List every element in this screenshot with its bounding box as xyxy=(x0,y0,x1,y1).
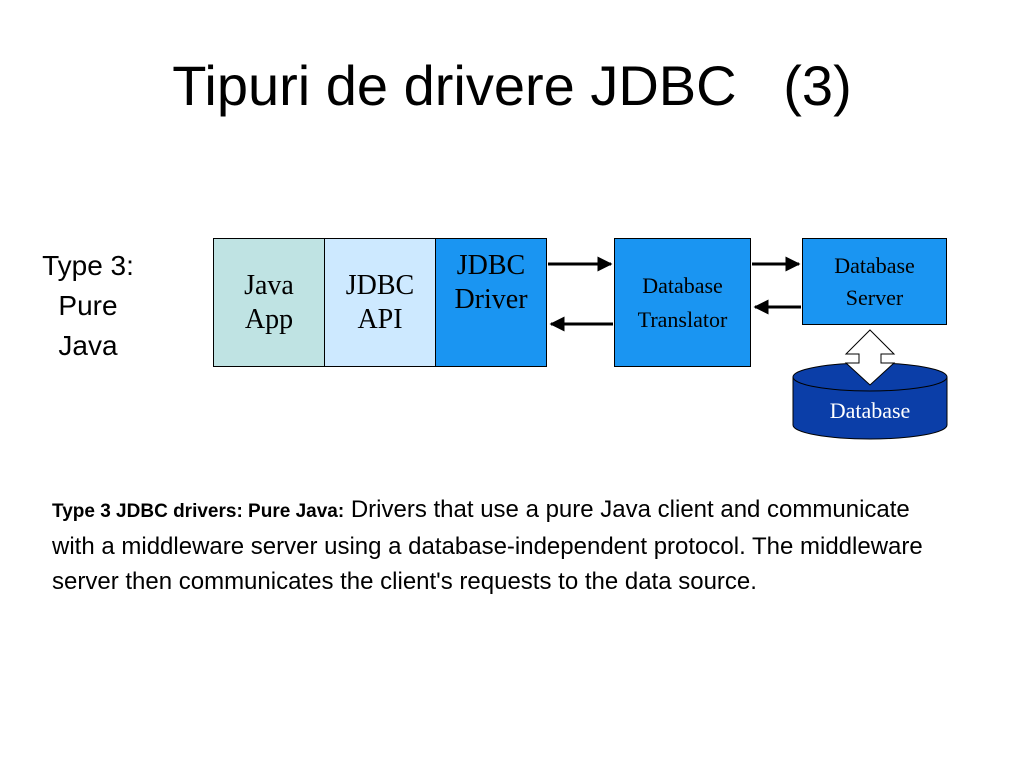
jdbc-api-label-line-2: API xyxy=(357,304,403,335)
database-translator-label-line-2: Translator xyxy=(637,306,728,332)
driver-type-label-line-3: Java xyxy=(58,330,118,361)
java-app-box: Java App xyxy=(213,238,325,367)
driver-type-label-line-1: Type 3: xyxy=(42,250,134,281)
driver-type-label-line-2: Pure xyxy=(58,290,118,321)
slide-title: Tipuri de drivere JDBC (3) xyxy=(172,54,852,117)
database-cylinder-body xyxy=(792,376,948,440)
driver-type-label: Type 3: Pure Java xyxy=(18,246,158,366)
java-app-label-line-1: Java xyxy=(244,270,294,301)
description-text: Drivers that use a pure Java client and … xyxy=(52,496,923,595)
database-translator-box: Database Translator xyxy=(614,238,751,367)
jdbc-api-label-line-1: JDBC xyxy=(345,270,415,301)
database-server-label-line-2: Server xyxy=(845,284,904,310)
jdbc-driver-box: JDBC Driver xyxy=(435,238,547,367)
jdbc-driver-label-line-1: JDBC xyxy=(456,250,526,281)
jdbc-driver-label-line-2: Driver xyxy=(454,284,528,315)
database-server-label-line-1: Database xyxy=(834,252,915,278)
double-arrow-server-database xyxy=(844,329,896,386)
database-server-box: Database Server xyxy=(802,238,947,325)
java-app-label-line-2: App xyxy=(244,304,294,335)
description-heading: Type 3 JDBC drivers: Pure Java: xyxy=(52,501,345,522)
database-translator-label-line-1: Database xyxy=(642,272,723,298)
description-paragraph: Type 3 JDBC drivers: Pure Java: Drivers … xyxy=(52,492,952,599)
database-label: Database xyxy=(829,398,911,423)
